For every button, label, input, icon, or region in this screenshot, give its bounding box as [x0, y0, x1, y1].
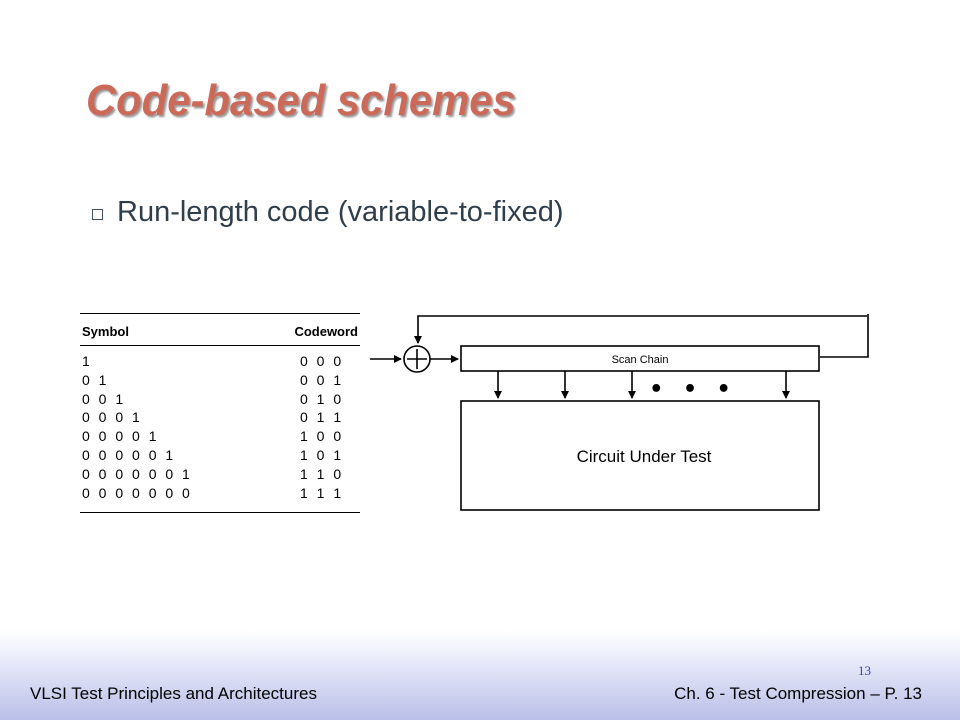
table-row: 0 0 1 0 1 0	[82, 390, 358, 409]
table-row: 0 0 0 1 0 1 1	[82, 408, 358, 427]
table-bottom-rule	[80, 512, 360, 514]
table-row: 0 1 0 0 1	[82, 371, 358, 390]
symbol-cell: 0 0 0 0 1	[82, 428, 159, 445]
symbol-cell: 0 0 0 0 0 0 1	[82, 465, 193, 482]
square-bullet-icon	[92, 209, 103, 220]
ellipsis-dots: • • •	[649, 377, 737, 402]
symbol-cell: 0 0 0 1	[82, 409, 143, 426]
symbol-cell: 0 0 0 0 0 1	[82, 446, 176, 463]
symbol-cell: 0 1	[82, 371, 109, 388]
footer-chapter-page: Ch. 6 - Test Compression – P. 13	[674, 684, 922, 703]
xor-plus-icon	[403, 345, 431, 373]
codeword-cell: 0 0 1	[300, 371, 344, 388]
circuit-under-test-box	[460, 400, 820, 511]
symbol-cell: 0 0 1	[82, 390, 126, 407]
page-number: 13	[858, 663, 871, 678]
codeword-cell: 1 0 0	[300, 428, 344, 445]
codeword-cell: 0 1 0	[300, 390, 344, 407]
scan-chain-diagram: Scan Chain • • • Circuit Under Test	[370, 314, 869, 511]
table-header-rule	[80, 345, 360, 346]
feedback-line-top	[414, 315, 867, 344]
bullet-text: Run-length code (variable-to-fixed)	[117, 196, 564, 228]
table-body: 1 0 0 0 0 1 0 0 1 0 0 1 0 1 0 0 0 0 1 0 1 1 …	[80, 346, 360, 502]
scan-chain-box	[460, 345, 820, 372]
codeword-cell: 1 1 0	[300, 465, 344, 482]
scan-chain-label: Scan Chain	[612, 354, 669, 366]
codeword-cell: 0 1 1	[300, 409, 344, 426]
codeword-cell: 1 0 1	[300, 446, 344, 463]
slide-title: Code-based schemes	[86, 76, 516, 125]
symbol-cell: 1	[82, 353, 93, 369]
symbol-header: Symbol	[82, 324, 129, 339]
codeword-cell: 1 1 1	[300, 484, 344, 501]
table-top-rule	[80, 313, 360, 314]
footer-course-title: VLSI Test Principles and Architectures	[30, 684, 317, 703]
codeword-header: Codeword	[294, 324, 358, 339]
symbol-cell: 0 0 0 0 0 0 0	[82, 484, 193, 501]
table-row: 0 0 0 0 0 1 1 0 1	[82, 446, 358, 465]
feedback-line-right	[820, 314, 869, 358]
table-row: 0 0 0 0 0 0 1 1 1 0	[82, 465, 358, 484]
footer-band	[0, 630, 960, 720]
table-row: 0 0 0 0 1 1 0 0	[82, 427, 358, 446]
table-row: 1 0 0 0	[82, 352, 358, 371]
table-header: Symbol Codeword	[80, 314, 360, 339]
circuit-under-test-label: Circuit Under Test	[577, 447, 712, 466]
codeword-cell: 0 0 0	[300, 353, 344, 369]
table-row: 0 0 0 0 0 0 0 1 1 1	[82, 484, 358, 503]
bullet-item: Run-length code (variable-to-fixed)	[92, 196, 564, 229]
